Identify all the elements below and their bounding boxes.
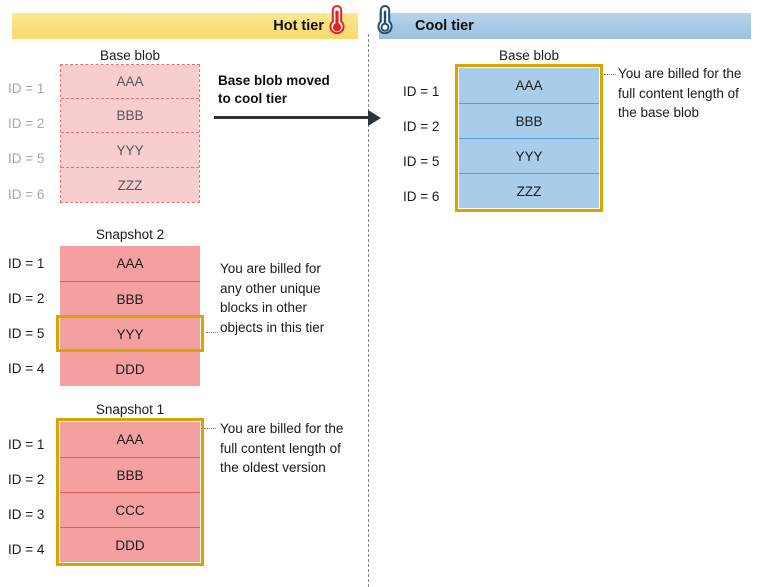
snapshot2-table: AAA BBB YYY DDD [60,246,200,386]
block-value: ZZZ [516,183,542,199]
table-row: AAA [60,246,200,281]
snapshot2-id-3: ID = 5 [8,326,45,341]
block-value: BBB [515,113,543,129]
hot-base-blob-id-3: ID = 5 [8,151,45,166]
hot-base-blob-id-4: ID = 6 [8,187,45,202]
table-row: AAA [60,422,200,457]
table-row: DDD [60,351,200,386]
cool-base-blob-note-leader [604,74,616,75]
cool-base-blob-title: Base blob [498,48,560,63]
table-row: BBB [459,103,599,138]
transition-label-line1: Base blob moved [218,73,330,88]
table-row: AAA [459,68,599,103]
snapshot1-note-leader [204,428,216,429]
snapshot2-note-leader [206,332,218,333]
cool-base-blob-note: You are billed for the full content leng… [618,66,742,120]
hot-base-blob-id-1: ID = 1 [8,81,45,96]
snapshot2-id-4: ID = 4 [8,361,45,376]
right-arrow-icon [214,116,369,119]
snapshot1-title: Snapshot 1 [95,402,165,417]
hot-base-blob-id-2: ID = 2 [8,116,45,131]
cool-tier-label: Cool tier [415,18,474,34]
cool-base-blob-table: AAA BBB YYY ZZZ [459,68,599,208]
block-value: AAA [116,256,144,271]
block-value: YYY [515,148,543,164]
cool-tier-header: Cool tier [379,13,751,39]
thermometer-cool-icon [374,4,396,39]
snapshot1-id-1: ID = 1 [8,437,45,452]
snapshot1-id-4: ID = 4 [8,542,45,557]
table-row: ZZZ [459,173,599,208]
table-row: DDD [60,527,200,562]
thermometer-hot-icon [326,4,348,39]
block-value: BBB [116,108,144,123]
block-value: DDD [115,537,145,553]
hot-base-blob-title: Base blob [99,48,161,63]
table-row: YYY [60,316,200,351]
cool-base-blob-id-1: ID = 1 [403,84,440,99]
block-value: AAA [116,74,144,89]
table-row: ZZZ [61,167,199,202]
snapshot1-table: AAA BBB CCC DDD [60,422,200,562]
table-row: BBB [60,281,200,316]
snapshot2-note: You are billed for any other unique bloc… [220,261,325,335]
snapshot1-id-2: ID = 2 [8,472,45,487]
tier-divider [368,34,369,587]
table-row: YYY [61,132,199,167]
right-arrow-head-icon [368,110,381,126]
block-value: YYY [116,326,144,342]
cool-base-blob-id-3: ID = 5 [403,154,440,169]
snapshot2-title: Snapshot 2 [95,227,165,242]
table-row: AAA [61,65,199,98]
hot-base-blob-table: AAA BBB YYY ZZZ [60,64,200,203]
hot-tier-label: Hot tier [273,18,324,34]
table-row: BBB [60,457,200,492]
transition-label: Base blob moved to cool tier [218,72,358,108]
cool-base-blob-id-4: ID = 6 [403,189,440,204]
block-value: BBB [116,291,144,307]
table-row: YYY [459,138,599,173]
block-value: ZZZ [117,177,143,193]
block-value: YYY [116,142,144,158]
block-value: BBB [116,467,144,483]
snapshot2-id-2: ID = 2 [8,291,45,306]
block-value: AAA [515,78,543,93]
snapshot1-id-3: ID = 3 [8,507,45,522]
cool-base-blob-id-2: ID = 2 [403,119,440,134]
hot-tier-header: Hot tier [12,13,358,39]
table-row: BBB [61,98,199,132]
snapshot2-id-1: ID = 1 [8,256,45,271]
table-row: CCC [60,492,200,527]
transition-label-line2: to cool tier [218,91,288,106]
block-value: DDD [115,361,145,377]
snapshot1-note: You are billed for the full content leng… [220,421,344,475]
block-value: AAA [116,432,144,447]
block-value: CCC [115,502,145,518]
